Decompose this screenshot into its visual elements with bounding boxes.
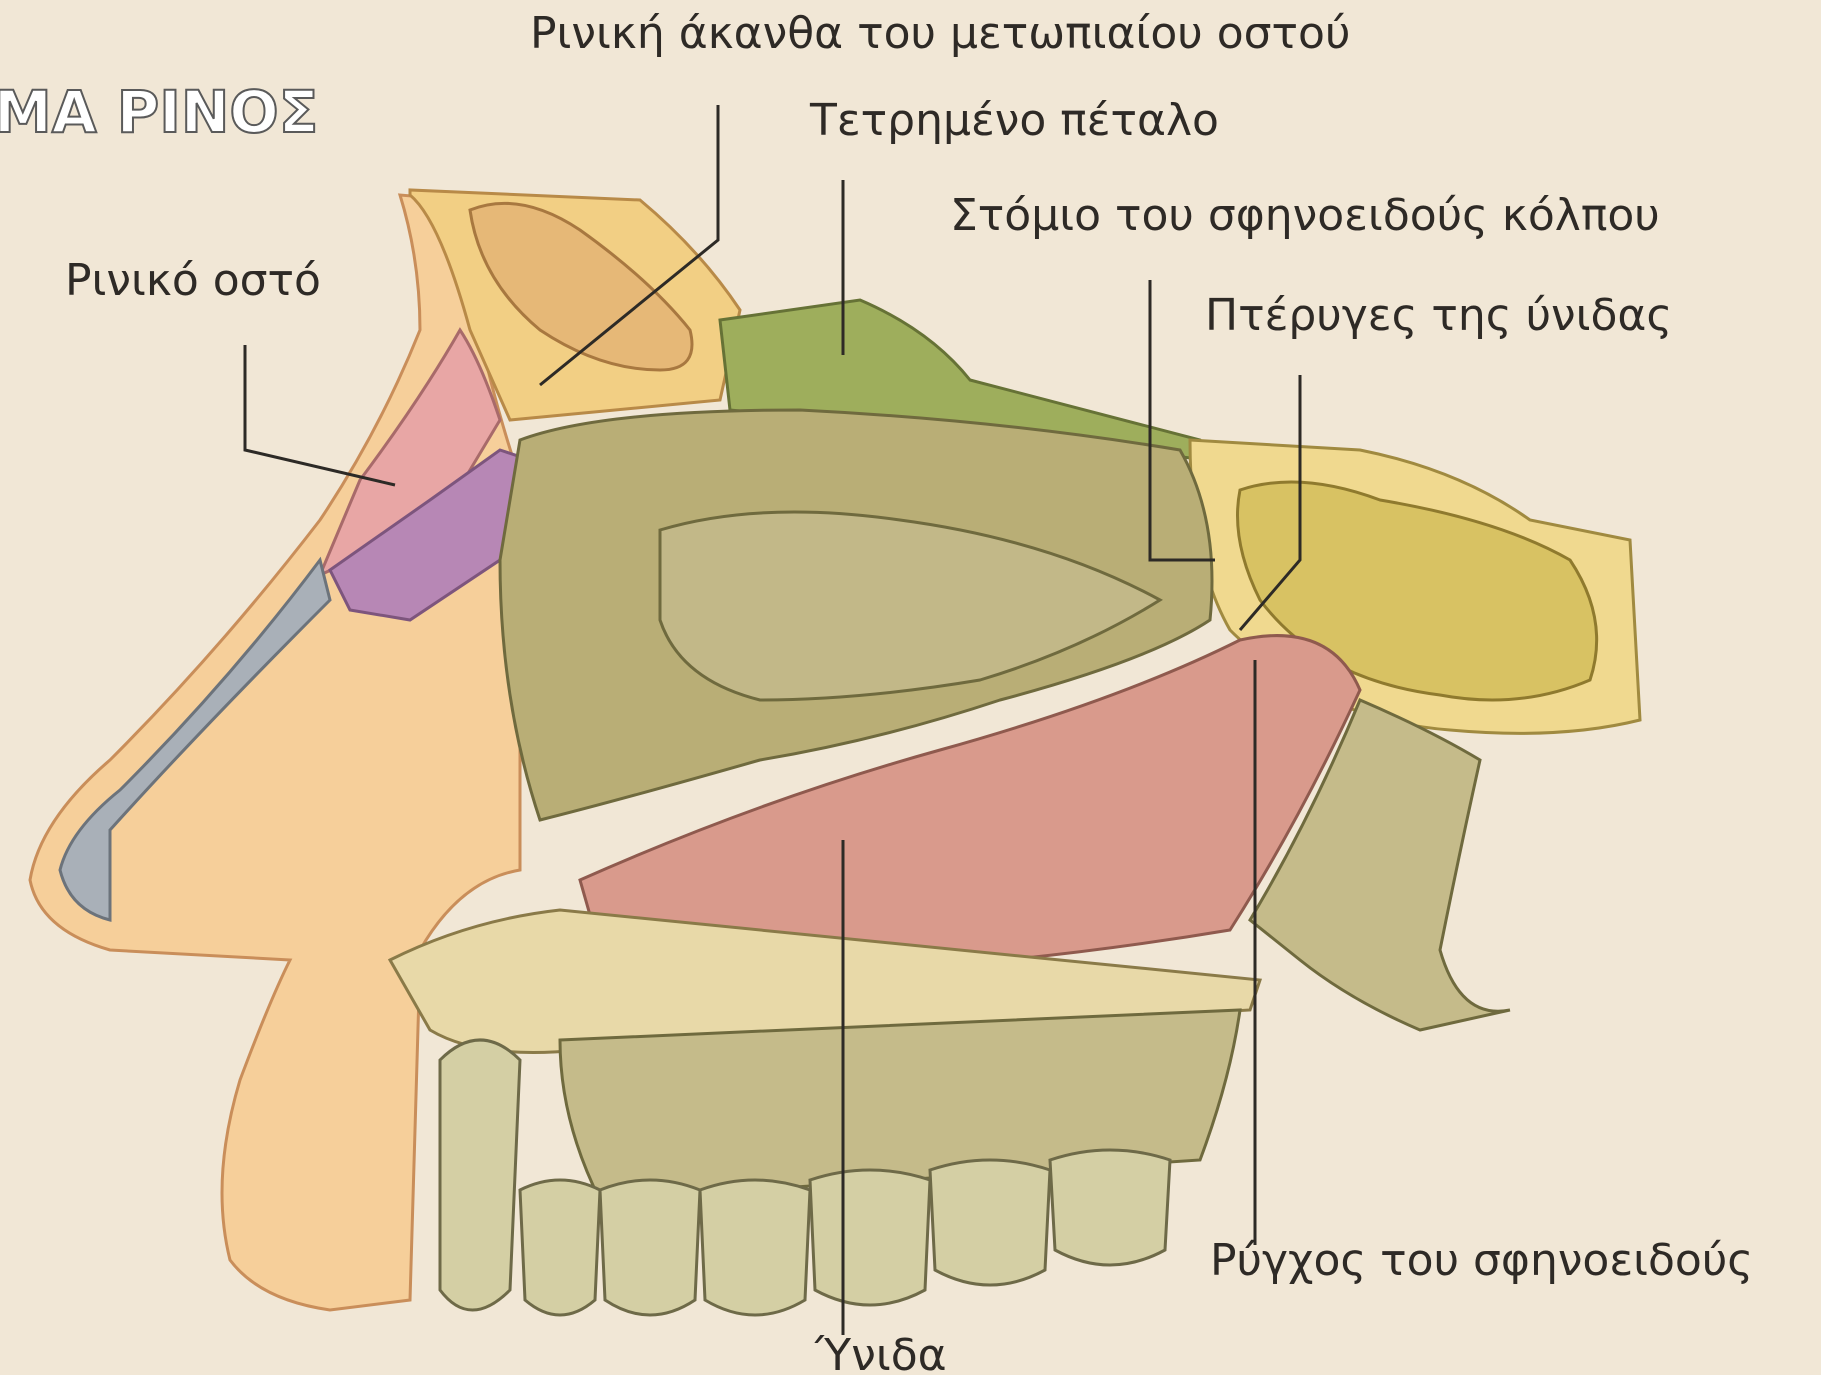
label-sphenoid-rostrum: Ρύγχος του σφηνοειδούς [1210,1235,1753,1286]
label-vomer-wings: Πτέρυγες της ύνιδας [1205,290,1672,341]
tooth [930,1160,1050,1285]
tooth [600,1180,700,1315]
tooth [1050,1150,1170,1265]
label-sphenoid-sinus-opening: Στόμιο του σφηνοειδούς κόλπου [950,190,1660,241]
tooth [700,1180,810,1315]
label-nasal-bone: Ρινικό οστό [65,255,321,306]
label-vomer: Ύνιδα [814,1330,947,1375]
diagram-title: ΜΑ ΡΙΝΟΣ [0,78,318,146]
incisor [440,1040,520,1310]
label-nasal-spine-frontal: Ρινική άκανθα του μετωπιαίου οστού [530,8,1350,59]
tooth [810,1170,930,1305]
tooth [520,1180,600,1315]
label-cribriform-plate: Τετρημένο πέταλο [809,95,1219,146]
